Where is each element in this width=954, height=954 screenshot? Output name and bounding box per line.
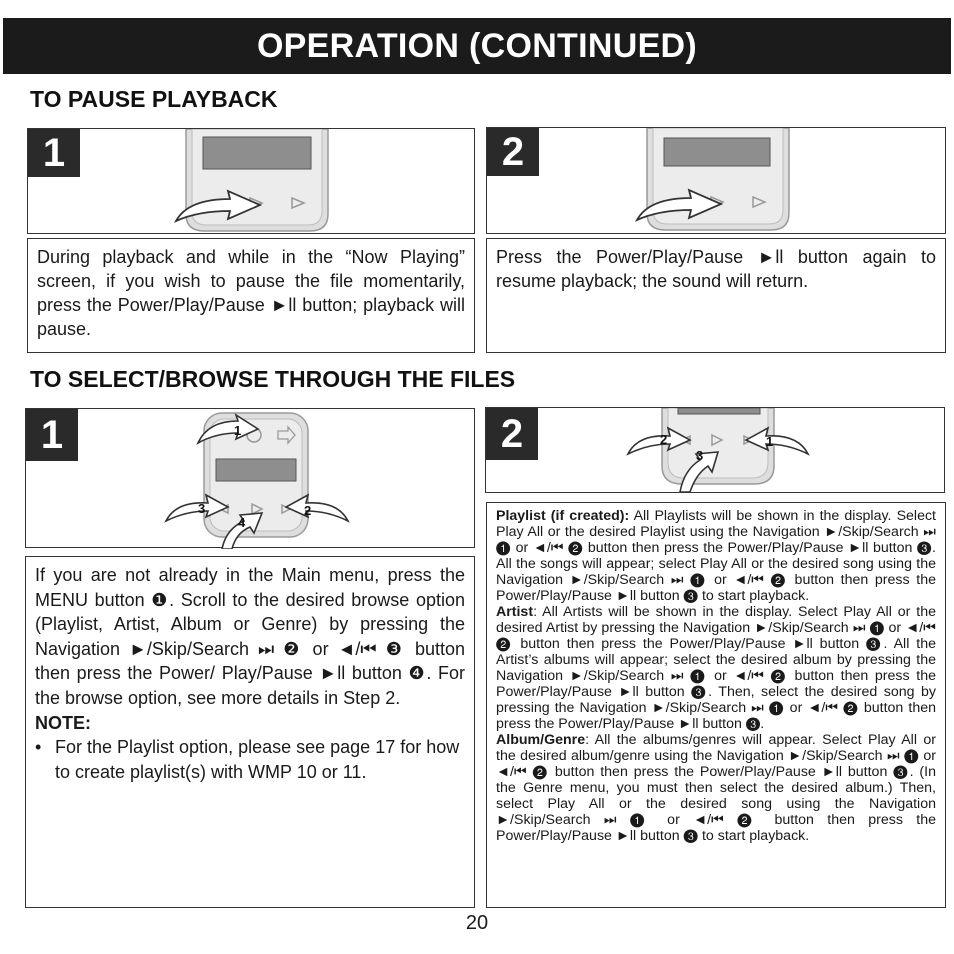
step-number: 2 [486,408,538,460]
section-heading-select: TO SELECT/BROWSE THROUGH THE FILES [30,366,516,392]
step-number: 1 [28,129,80,177]
callout-label: 3 [696,448,703,463]
callout-label: 2 [660,432,667,447]
section-heading-pause: TO PAUSE PLAYBACK [30,86,278,112]
callout-label: 1 [766,434,773,449]
select-step1-image: 1 1 2 3 4 [25,408,475,549]
page-banner: OPERATION (CONTINUED) [3,18,951,74]
device-illustration [173,129,329,232]
playlist-paragraph: Playlist (if created): All Playlists wil… [496,508,937,604]
callout-label: 2 [304,503,311,518]
step-number: 2 [487,128,539,176]
device-illustration: 2 3 1 [626,408,810,493]
album-genre-paragraph: Album/Genre: All the albums/genres will … [496,732,936,844]
pause-step1-image: 1 [27,128,475,234]
artist-paragraph: Artist: All Artists will be shown in the… [496,604,936,732]
note-label: NOTE: [35,712,91,733]
select-step2-image: 2 2 3 1 [485,407,945,493]
device-illustration: 1 2 3 4 [164,412,350,549]
page-number: 20 [465,912,489,934]
callout-label: 1 [234,423,241,438]
callout-label: 4 [238,515,246,530]
step-number: 1 [26,409,78,461]
pause-step2-image: 2 [486,127,946,234]
callout-label: 3 [198,501,205,516]
note-bullet: • For the Playlist option, please see pa… [35,737,460,782]
pause-step1-text: During playback and while in the “Now Pl… [27,238,475,353]
select-step2-text: Playlist (if created): All Playlists wil… [486,502,946,908]
select-step1-text: If you are not already in the Main menu,… [25,556,475,908]
banner-title: OPERATION (CONTINUED) [256,26,698,65]
device-illustration [634,128,790,231]
pause-step2-text: Press the Power/Play/Pause ►ll button ag… [486,238,946,353]
